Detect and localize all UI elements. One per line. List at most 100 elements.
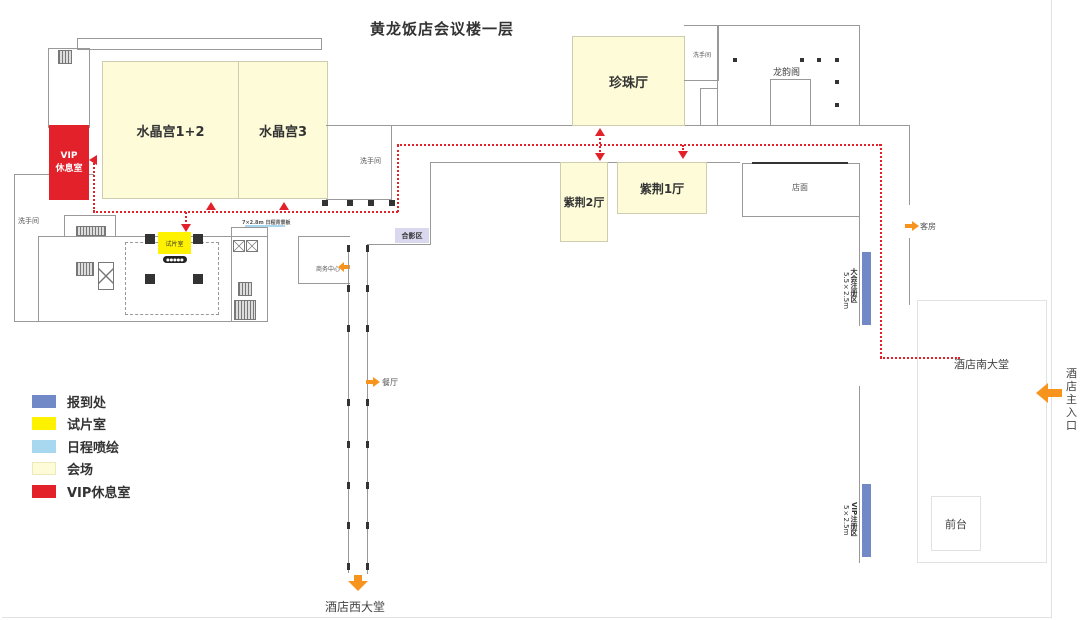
route-arrow-icon bbox=[206, 202, 216, 210]
longyun-pavilion[interactable] bbox=[717, 25, 860, 126]
pillar bbox=[366, 325, 369, 332]
guest-rooms-direction[interactable]: 客房 bbox=[920, 222, 936, 231]
crystal-palace-1-2-label: 水晶宫1+2 bbox=[136, 124, 205, 140]
pillar bbox=[366, 399, 369, 406]
legend: 报到处 试片室 日程喷绘 会场 VIP休息室 bbox=[32, 390, 130, 503]
map-title: 黄龙饭店会议楼一层 bbox=[370, 20, 515, 38]
pillar bbox=[347, 285, 350, 292]
elevator-icon bbox=[98, 262, 114, 290]
escalator-icon bbox=[234, 300, 256, 320]
route-line bbox=[93, 160, 95, 212]
pillar bbox=[322, 200, 328, 206]
legend-swatch bbox=[32, 484, 56, 498]
screening-badge-text: ●●●●● bbox=[166, 257, 184, 262]
longyun-inner bbox=[770, 79, 811, 126]
route-arrow-icon bbox=[595, 128, 605, 136]
pillar bbox=[145, 234, 155, 244]
route-arrow-icon bbox=[595, 153, 605, 161]
restroom-block-wall bbox=[684, 25, 719, 81]
pillar bbox=[145, 274, 155, 284]
escalator-icon bbox=[76, 262, 94, 276]
arrow-right-icon bbox=[905, 221, 919, 231]
side-room bbox=[700, 88, 718, 126]
east-wall bbox=[859, 386, 860, 563]
pillar bbox=[366, 285, 369, 292]
pillar bbox=[347, 399, 350, 406]
stairs-icon bbox=[58, 50, 72, 64]
escalator-icon bbox=[238, 282, 252, 296]
crystal-palace-3-label: 水晶宫3 bbox=[258, 124, 308, 140]
vip-registration-size: 5×2.5m bbox=[842, 505, 850, 536]
front-desk[interactable]: 前台 bbox=[931, 496, 981, 551]
corridor-wall bbox=[909, 238, 910, 305]
vip-registration-desk[interactable] bbox=[862, 484, 871, 557]
west-corridor-wall bbox=[348, 248, 349, 573]
pillar bbox=[817, 58, 821, 62]
east-wall bbox=[859, 216, 860, 326]
corridor-wall bbox=[367, 244, 431, 245]
screening-room-label: 试片室 bbox=[165, 240, 184, 248]
legend-label: VIP休息室 bbox=[67, 485, 131, 501]
legend-swatch bbox=[32, 439, 56, 453]
pillar bbox=[368, 200, 374, 206]
legend-item: 报到处 bbox=[32, 390, 130, 413]
zijing-hall-2[interactable]: 紫荆2厅 bbox=[560, 162, 608, 242]
pillar bbox=[366, 482, 369, 489]
screening-badge: ●●●●● bbox=[163, 256, 187, 263]
corridor-wall bbox=[430, 162, 431, 244]
restroom-block-wall bbox=[326, 125, 392, 200]
pillar bbox=[800, 58, 804, 62]
legend-label: 试片室 bbox=[67, 418, 107, 434]
route-arrow-icon bbox=[89, 155, 97, 165]
route-line bbox=[880, 144, 882, 358]
legend-swatch bbox=[32, 462, 56, 476]
pillar bbox=[347, 522, 350, 529]
main-entrance-direction[interactable]: 酒店主入口 bbox=[1066, 367, 1077, 432]
stair-block bbox=[64, 215, 116, 237]
corridor-wall bbox=[909, 125, 910, 205]
west-lobby-direction[interactable]: 酒店西大堂 bbox=[325, 600, 386, 614]
pillar bbox=[347, 245, 350, 252]
business-center-label: 商务中心 bbox=[316, 266, 341, 273]
pillar bbox=[193, 274, 203, 284]
elevator-icon bbox=[233, 240, 245, 252]
arrow-down-icon bbox=[348, 575, 368, 591]
pillar bbox=[366, 563, 369, 570]
route-line bbox=[397, 145, 399, 212]
legend-label: 会场 bbox=[67, 463, 94, 479]
pearl-hall[interactable]: 珍珠厅 bbox=[572, 36, 685, 126]
main-registration-desk[interactable] bbox=[862, 252, 871, 325]
zijing-hall-1[interactable]: 紫荆1厅 bbox=[617, 162, 707, 214]
pillar bbox=[193, 234, 203, 244]
restaurant-direction[interactable]: 餐厅 bbox=[382, 378, 398, 387]
pillar bbox=[347, 200, 353, 206]
route-line bbox=[185, 212, 187, 226]
escalator-icon bbox=[76, 226, 106, 236]
front-desk-label: 前台 bbox=[945, 517, 967, 531]
photo-area[interactable]: 合影区 bbox=[395, 228, 429, 243]
legend-swatch bbox=[32, 417, 56, 431]
top-corridor-wall bbox=[77, 38, 322, 50]
pillar bbox=[366, 441, 369, 448]
zijing-hall-1-label: 紫荆1厅 bbox=[639, 181, 685, 196]
elevator-icon bbox=[246, 240, 258, 252]
pillar bbox=[347, 325, 350, 332]
photo-area-label: 合影区 bbox=[401, 231, 423, 240]
pillar bbox=[733, 58, 737, 62]
crystal-palace-3[interactable]: 水晶宫3 bbox=[238, 61, 328, 199]
vip-lounge[interactable]: VIP 休息室 bbox=[49, 125, 89, 200]
arrow-left-icon bbox=[1036, 383, 1062, 403]
legend-swatch bbox=[32, 394, 56, 408]
pillar bbox=[389, 200, 395, 206]
route-line bbox=[682, 145, 684, 153]
legend-item: 会场 bbox=[32, 458, 130, 481]
route-line bbox=[599, 134, 601, 156]
schedule-board[interactable] bbox=[245, 225, 285, 227]
legend-label: 报到处 bbox=[67, 395, 107, 411]
screening-room[interactable]: 试片室 bbox=[158, 232, 191, 254]
main-registration-size: 5.5×2.5m bbox=[842, 272, 850, 310]
restroom-label-center: 洗手间 bbox=[360, 157, 381, 165]
south-lobby[interactable] bbox=[917, 300, 1047, 563]
shop-counter bbox=[752, 162, 848, 164]
crystal-palace-1-2[interactable]: 水晶宫1+2 bbox=[102, 61, 239, 199]
